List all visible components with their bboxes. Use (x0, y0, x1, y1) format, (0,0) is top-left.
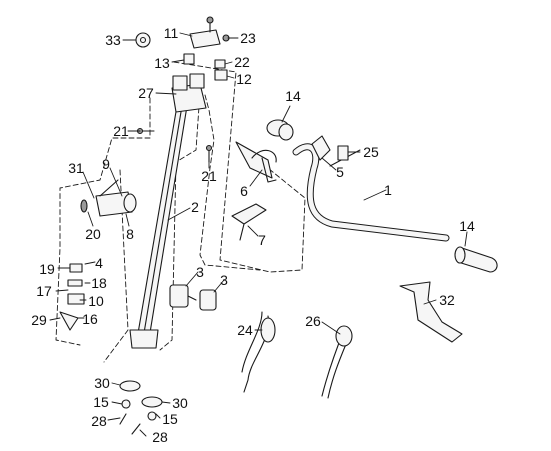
callout-18: 18 (91, 275, 107, 291)
callout-4: 4 (95, 255, 103, 271)
callout-10: 10 (88, 293, 104, 309)
clamp-25 (311, 135, 357, 161)
steering-stem (129, 83, 207, 349)
callout-27: 27 (138, 85, 154, 101)
callout-30-left: 30 (94, 375, 110, 391)
callout-20: 20 (85, 226, 101, 242)
callout-33: 33 (105, 32, 121, 48)
bearing-parts (119, 380, 163, 435)
callout-6: 6 (240, 183, 248, 199)
callout-3-right: 3 (220, 272, 228, 288)
callout-14-top: 14 (285, 88, 301, 104)
callout-30-right: 30 (172, 395, 188, 411)
callout-29: 29 (31, 312, 47, 328)
cables (241, 311, 353, 399)
throttle-assembly (80, 179, 137, 217)
callout-8: 8 (126, 226, 134, 242)
leader-lines (49, 32, 468, 437)
bracket-32 (399, 281, 463, 343)
washer-33 (135, 32, 151, 48)
callout-11: 11 (163, 25, 179, 41)
callout-31: 31 (68, 160, 84, 176)
callout-15-right: 15 (162, 411, 178, 427)
callout-14-right: 14 (459, 218, 475, 234)
callout-19: 19 (39, 261, 55, 277)
callout-26: 26 (305, 313, 321, 329)
callout-13: 13 (154, 55, 170, 71)
callout-7: 7 (258, 232, 266, 248)
callout-21-left: 21 (113, 123, 129, 139)
callout-24: 24 (237, 322, 253, 338)
grips (266, 119, 498, 273)
callout-21-right: 21 (201, 168, 217, 184)
callout-12: 12 (236, 71, 252, 87)
callout-25: 25 (363, 144, 379, 160)
left-small-parts (59, 263, 85, 331)
callout-28-left: 28 (91, 413, 107, 429)
callout-32: 32 (439, 292, 455, 308)
callout-5: 5 (336, 164, 344, 180)
callout-28-right: 28 (152, 429, 168, 445)
lever-assembly (231, 141, 277, 241)
callout-15-left: 15 (93, 394, 109, 410)
callout-3-left: 3 (196, 264, 204, 280)
callout-23: 23 (240, 30, 256, 46)
top-clamps (172, 16, 230, 91)
handlebar (292, 143, 450, 242)
callout-9: 9 (102, 156, 110, 172)
callout-1: 1 (384, 182, 392, 198)
callout-22: 22 (234, 54, 250, 70)
callout-2: 2 (191, 199, 199, 215)
switch-housings (169, 284, 217, 311)
callout-16: 16 (82, 311, 98, 327)
callout-17: 17 (36, 283, 52, 299)
